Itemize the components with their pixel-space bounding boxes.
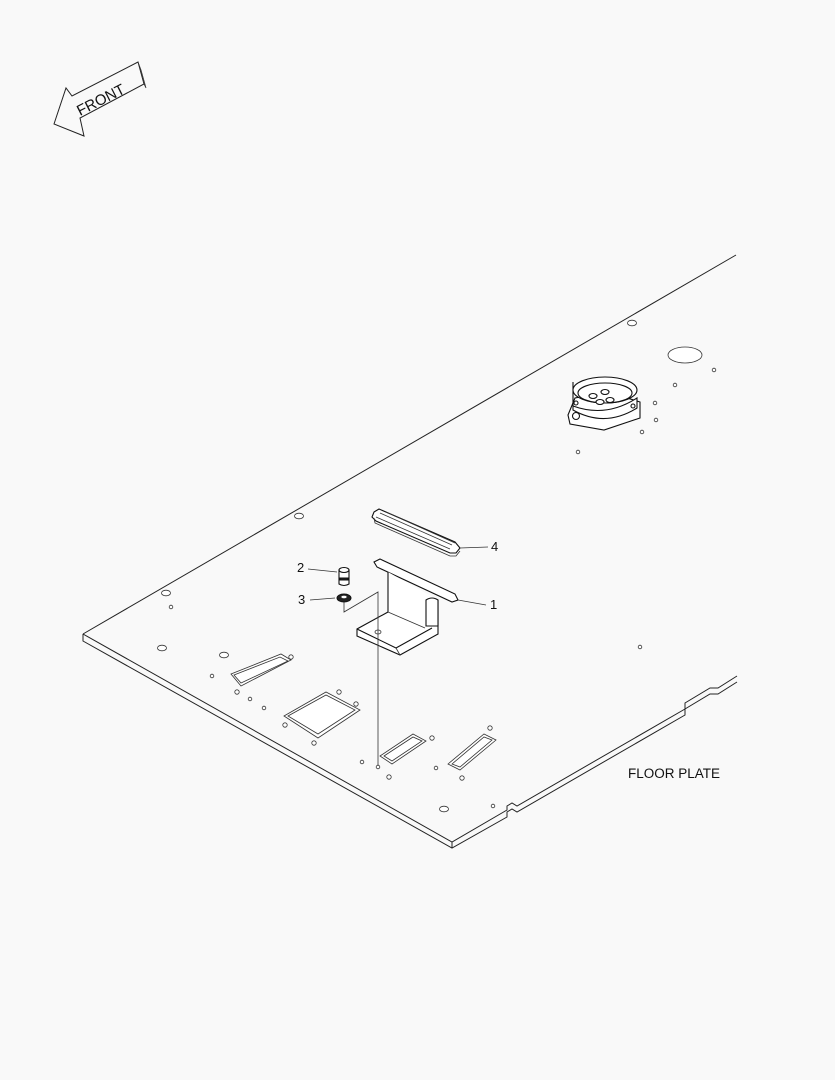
front-label: FRONT bbox=[74, 81, 128, 120]
pedal-pad bbox=[371, 508, 461, 557]
plate-cutout-2 bbox=[282, 689, 361, 746]
assembly-caption: FLOOR PLATE bbox=[628, 766, 720, 781]
bolt bbox=[338, 566, 350, 587]
pedal-bracket bbox=[356, 558, 459, 656]
callout-1: 1 bbox=[490, 597, 497, 612]
callout-2: 2 bbox=[297, 560, 304, 575]
washer bbox=[336, 593, 352, 603]
ring-mount bbox=[567, 376, 641, 431]
assembly-lines bbox=[343, 591, 379, 765]
callout-3: 3 bbox=[298, 592, 305, 607]
plate-cutout-3 bbox=[379, 733, 435, 780]
plate-cutout-1 bbox=[230, 653, 294, 695]
plate-cutout-4 bbox=[447, 725, 497, 781]
leader-lines bbox=[307, 546, 489, 606]
front-arrow-icon: FRONT bbox=[53, 61, 147, 137]
plate-holes bbox=[157, 319, 717, 813]
callout-4: 4 bbox=[491, 539, 498, 554]
floor-plate bbox=[82, 254, 738, 849]
